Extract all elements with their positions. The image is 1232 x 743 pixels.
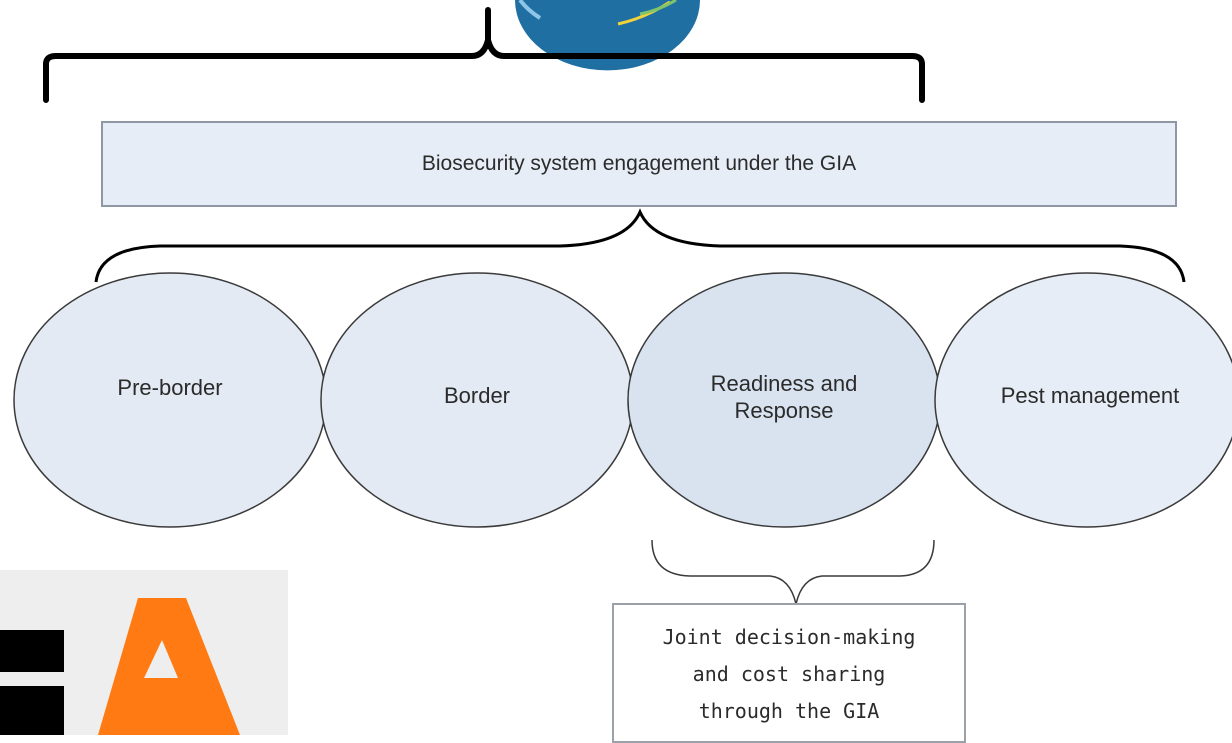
gia-logo-icon [0,570,288,735]
stage-label-pre-border: Pre-border [117,375,223,401]
readiness-brace [651,539,935,605]
outcome-line: Joint decision-making [662,625,916,649]
outcome-box: Joint decision-making and cost sharing t… [612,603,966,743]
stage-label-readiness: Readiness and Response [710,370,858,424]
outcome-line: through the GIA [698,699,880,723]
top-bracket [43,7,925,103]
stages-brace [94,208,1186,283]
engagement-label: Biosecurity system engagement under the … [421,152,857,175]
stage-label-pest-management: Pest management [1000,383,1180,409]
engagement-box: Biosecurity system engagement under the … [101,121,1177,207]
globe-logo-icon [515,0,700,71]
stage-circle-pest-management [934,272,1232,528]
stage-label-border: Border [443,383,511,409]
outcome-line: and cost sharing [692,662,886,686]
